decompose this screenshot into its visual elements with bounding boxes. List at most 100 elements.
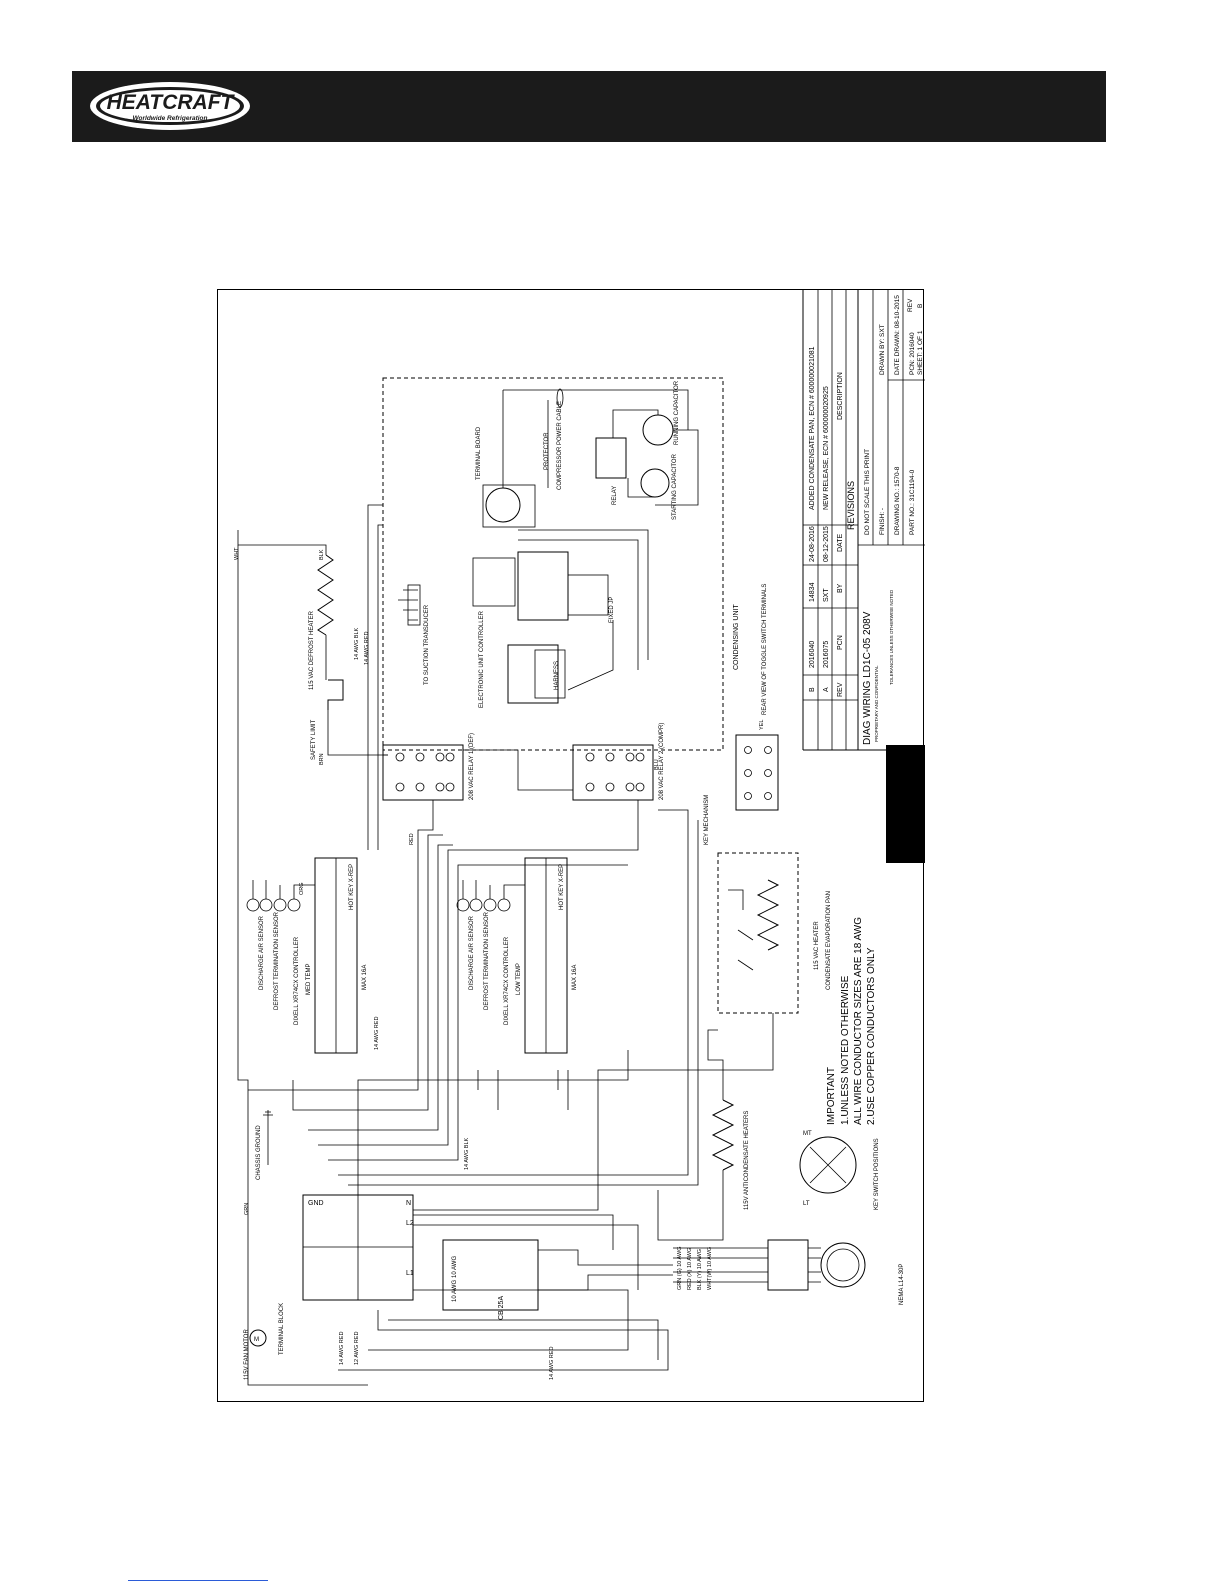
electronic-controller-label: ELECTRONIC UNIT CONTROLLER — [479, 610, 485, 708]
dixell-med: DIXELL XR74CX CONTROLLER — [294, 936, 300, 1025]
safety-limit-label: SAFETY LIMIT — [311, 719, 317, 760]
running-capacitor-label: RUNNING CAPACITOR — [674, 380, 680, 445]
gnd-label: GND — [308, 1200, 324, 1207]
desc-col: DESCRIPTION — [837, 372, 844, 420]
awg14-red-2: 14 AWG RED — [339, 1332, 345, 1365]
wiring-diagram: ADDED CONDENSATE PAN, ECN # 600000021081… — [234, 290, 925, 1386]
rev-b-date: 24-08-2016 — [809, 526, 816, 562]
wire-wht-label: WHT — [234, 547, 240, 560]
drawn-by: DRAWN BY: SXT — [879, 324, 886, 375]
wire-harness — [237, 504, 774, 1386]
controller-med-temp: MAX 16A HOT KEY X-REP MED TEMP DISCHARGE… — [246, 857, 368, 1054]
controller-block-top — [517, 551, 569, 621]
nema-label: NEMA L14-30P — [899, 1264, 905, 1305]
rev-label: REV — [907, 298, 914, 312]
relay1-label: 208 VAC RELAY 1 (DEF) — [469, 733, 475, 800]
rev-b-by: 14834 — [809, 582, 816, 602]
compressor-terminal-board — [485, 487, 521, 523]
wire-org-label: ORG — [299, 882, 305, 895]
awg14-blk-1: 14 AWG BLK — [464, 1137, 470, 1170]
awg12-red: 12 AWG RED — [354, 1332, 360, 1365]
defrost-sensor-low: DEFROST TERMINATION SENSOR — [484, 911, 490, 1010]
awg14-red-4: 14 AWG RED — [364, 632, 370, 665]
brand-name: HEATCRAFT — [107, 91, 236, 114]
awg14-red-3: 14 AWG RED — [374, 1017, 380, 1050]
do-not-scale: DO NOT SCALE THIS PRINT — [864, 449, 871, 535]
wire-grn-g: GRN (G) 10 AWG — [677, 1247, 683, 1291]
controller-low-temp: MAX 16A HOT KEY X-REP LOW TEMP DISCHARGE… — [456, 857, 578, 1054]
note1a: 1.UNLESS NOTED OTHERWISE — [840, 975, 851, 1125]
rev-col: REV — [837, 682, 844, 697]
title-block: ADDED CONDENSATE PAN, ECN # 600000021081… — [802, 290, 925, 863]
nema-plug — [820, 1242, 866, 1288]
footer-link-underline — [128, 1580, 268, 1581]
notes: IMPORTANT 1.UNLESS NOTED OTHERWISE ALL W… — [826, 917, 877, 1125]
awg14-red-1: 14 AWG RED — [549, 1347, 555, 1380]
power-section: L2 L1 N GND CB 25A 10 AWG 10 AWG M 115V … — [234, 547, 905, 1380]
key-mechanism-label: KEY MECHANISM — [704, 795, 710, 845]
condensate-pan: 115 VAC HEATER CONDENSATE EVAPORATION PA… — [717, 852, 832, 1014]
rev-b-pcn: 2016040 — [809, 641, 816, 668]
wire-red-label: RED — [409, 833, 415, 845]
anti-condensate-label: 115V ANTICONDENSATE HEATERS — [744, 1111, 750, 1210]
date-drawn: DATE DRAWN: 08-10-2015 — [894, 295, 901, 375]
med-temp-label: MED TEMP — [306, 963, 312, 995]
note2: 2.USE COPPER CONDUCTORS ONLY — [866, 947, 877, 1125]
rev-b-desc: ADDED CONDENSATE PAN, ECN # 600000021081 — [809, 346, 816, 510]
note1b: ALL WIRE CONDUCTOR SIZES ARE 18 AWG — [853, 917, 864, 1125]
wire-blk-label: BLK — [319, 549, 325, 560]
wire-blk-y: BLK (Y) 10 AWG — [697, 1249, 703, 1290]
n-label: N — [406, 1200, 411, 1207]
l2-label: L2 — [406, 1220, 414, 1227]
toggle-switch-terminals: REAR VIEW OF TOGGLE SWITCH TERMINALS KEY… — [704, 584, 779, 845]
wire-red-x: RED (X) 10 AWG — [687, 1248, 693, 1290]
rev-a-by: SXT — [823, 588, 830, 602]
start-relay — [595, 437, 627, 479]
part-no: PART NO.: 31C1194-0 — [909, 469, 916, 535]
by-col: BY — [837, 583, 844, 593]
starting-capacitor — [640, 468, 670, 498]
key-switch-dial — [799, 1136, 857, 1194]
condensate-heater-label: 115 VAC HEATER — [814, 921, 820, 970]
relay-label: RELAY — [612, 486, 618, 505]
max16a-med: MAX 16A — [362, 965, 368, 990]
terminal-board-label: TERMINAL BOARD — [476, 426, 482, 480]
key-mt: MT — [803, 1131, 812, 1137]
rev-value: B — [917, 304, 924, 308]
wire-blu-label: BLU — [654, 759, 660, 770]
defrost-sensor-med: DEFROST TERMINATION SENSOR — [274, 911, 280, 1010]
discharge-sensor-med: DISCHARGE AIR SENSOR — [259, 915, 265, 990]
fixed-jp-label: FIXED JP — [609, 597, 615, 623]
rev-b: B — [809, 687, 816, 692]
electronic-unit-controller — [507, 644, 559, 704]
defrost-heater-label: 115 VAC DEFROST HEATER — [309, 610, 315, 690]
condensing-unit-label: CONDENSING UNIT — [733, 604, 740, 670]
cb-label: CB 25A — [498, 1296, 505, 1320]
wire-wht-w: WHT(W) 10 AWG — [707, 1247, 713, 1290]
rev-a-date: 08-12-2015 — [823, 526, 830, 562]
heatcraft-logo: HEATCRAFT Worldwide Refrigeration — [90, 82, 250, 130]
fan-motor-label: 115V FAN MOTOR — [244, 1329, 250, 1380]
wire-grn-label: GRN — [244, 1203, 250, 1215]
relay2-label: 208 VAC RELAY 2 (COMPR) — [659, 723, 665, 800]
rev-a: A — [823, 687, 830, 692]
date-col: DATE — [837, 534, 844, 552]
starting-capacitor-label: STARTING CAPACITOR — [672, 453, 678, 520]
rev-a-pcn: 2016075 — [823, 641, 830, 668]
fan-motor — [249, 1329, 267, 1347]
note-important: IMPORTANT — [826, 1067, 837, 1125]
running-capacitor — [642, 414, 674, 446]
wiring-diagram-sheet: ADDED CONDENSATE PAN, ECN # 600000021081… — [217, 289, 925, 1402]
terminal-block-label: TERMINAL BLOCK — [279, 1303, 285, 1355]
cb-awg-bottom: 10 AWG — [452, 1256, 458, 1278]
sheet: SHEET: 1 OF 1 — [917, 330, 924, 375]
wire-yel-label: YEL — [759, 720, 765, 730]
key-switch-positions-label: KEY SWITCH POSITIONS — [874, 1138, 880, 1210]
hotkey-med: HOT KEY X-REP — [349, 864, 355, 910]
brand-tagline: Worldwide Refrigeration — [133, 115, 208, 122]
relay-1-def: 208 VAC RELAY 1 (DEF) — [382, 733, 475, 801]
diagram-title: DIAG WIRING LD1C-05 208V — [862, 611, 873, 745]
header-band: HEATCRAFT Worldwide Refrigeration — [72, 71, 1106, 142]
protector-label: PROTECTOR — [544, 432, 550, 470]
cb-awg-top: 10 AWG — [452, 1280, 458, 1302]
